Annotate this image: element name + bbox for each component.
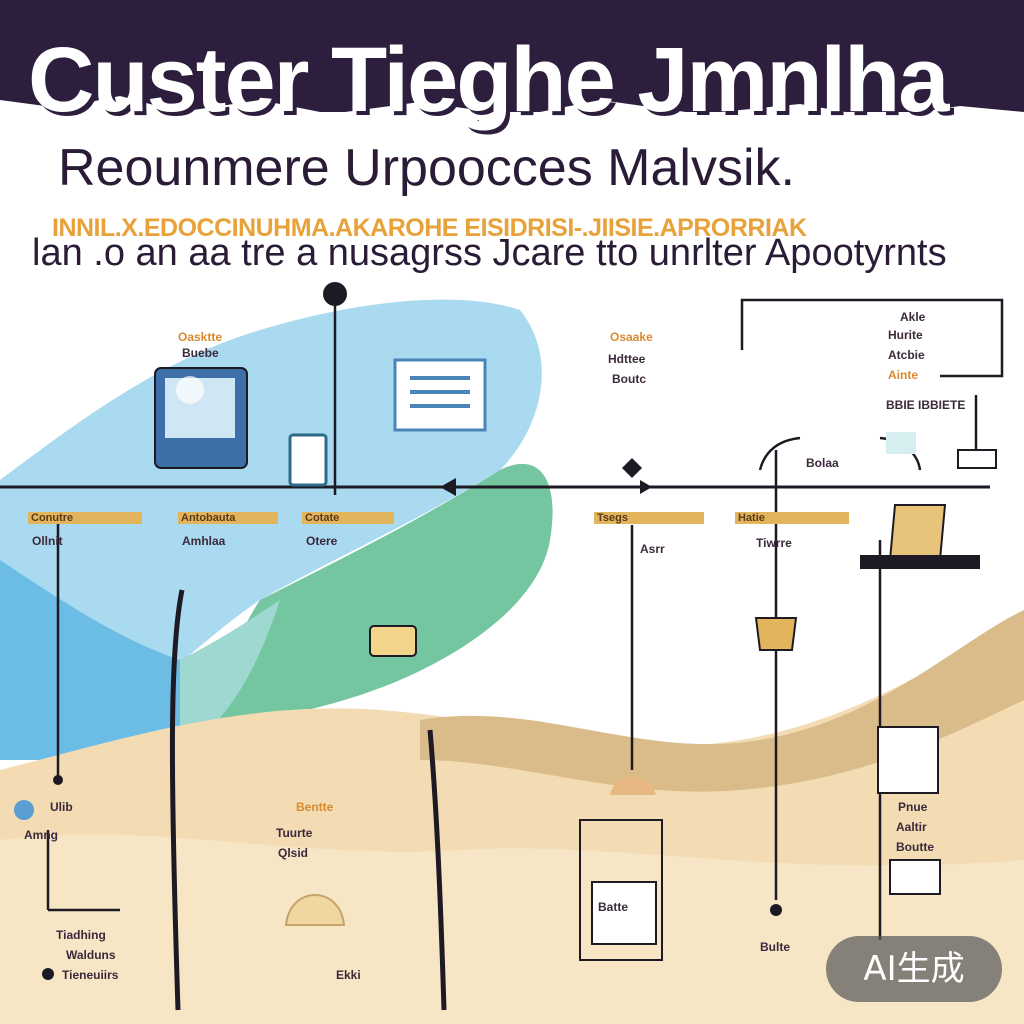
illustrations [14,358,997,961]
bottom-label-8: Qlsid [278,846,309,860]
bottom-label-6: Bentte [296,800,334,814]
orange-banner-text: INNIL.X.EDOCCINUHMA.AKAROHE EISIDRISI-.J… [52,214,807,242]
row-sub-3: Otere [306,534,338,548]
sand-wave-dark [420,610,1024,792]
bottom-label-5: Tieneuiirs [62,968,119,982]
bottom-label-10: Batte [598,900,629,914]
label-top-left-1: Oasktte [178,330,223,344]
row-sub-4: Asrr [640,542,665,556]
green-wave [200,463,553,730]
sand-wave-light [0,834,1024,1024]
label-top-left-2: Buebe [182,346,219,360]
label-box-orange: Ainte [888,368,918,382]
bottom-label-3: Tiadhing [56,928,106,942]
blue-wave-dark [0,560,180,760]
row-tag-5: Hatie [735,512,849,524]
bottom-label-1: Ulib [50,800,73,814]
label-box-dark: BBIE IBBIETE [886,398,966,412]
tagline: lan .o an aa tre a nusagrss Jcare tto un… [32,232,947,274]
bottom-label-4: Walduns [66,948,116,962]
markers [42,282,782,980]
row-sub-5: Tiwrre [756,536,792,550]
teal-patch [180,600,280,740]
label-top-mid-3: Boutc [612,372,646,386]
row-tag-3: Cotate [302,512,394,524]
row-tag-4: Tsegs [594,512,704,524]
row-sub-1: Ollnit [32,534,63,548]
bottom-label-14: Bulte [760,940,790,954]
label-top-mid-2: Hdttee [608,352,646,366]
torn-edge [0,96,1024,128]
bottom-label-9: Ekki [336,968,361,982]
label-box-1: Akle [900,310,926,324]
bottom-label-12: Aaltir [896,820,927,834]
label-box-3: Atcbie [888,348,925,362]
page-title: Custer Tieghe Jmnlha [28,29,949,131]
bottom-label-11: Pnue [898,800,928,814]
label-box-2: Hurite [888,328,923,342]
page-subtitle: Reounmere Urpoocces Malvsik. [58,139,795,197]
row-tag-1: Conutre [28,512,142,524]
row-tag-2: Antobauta [178,512,278,524]
row-sub-2: Amhlaa [182,534,226,548]
bottom-label-2: Amng [24,828,58,842]
ai-generated-badge: AI生成 [826,936,1002,1002]
label-top-mid-1: Osaake [610,330,653,344]
label-mid-tag: Bolaa [806,456,839,470]
bottom-label-13: Boutte [896,840,934,854]
header-band [0,0,1024,112]
bottom-label-7: Tuurte [276,826,313,840]
